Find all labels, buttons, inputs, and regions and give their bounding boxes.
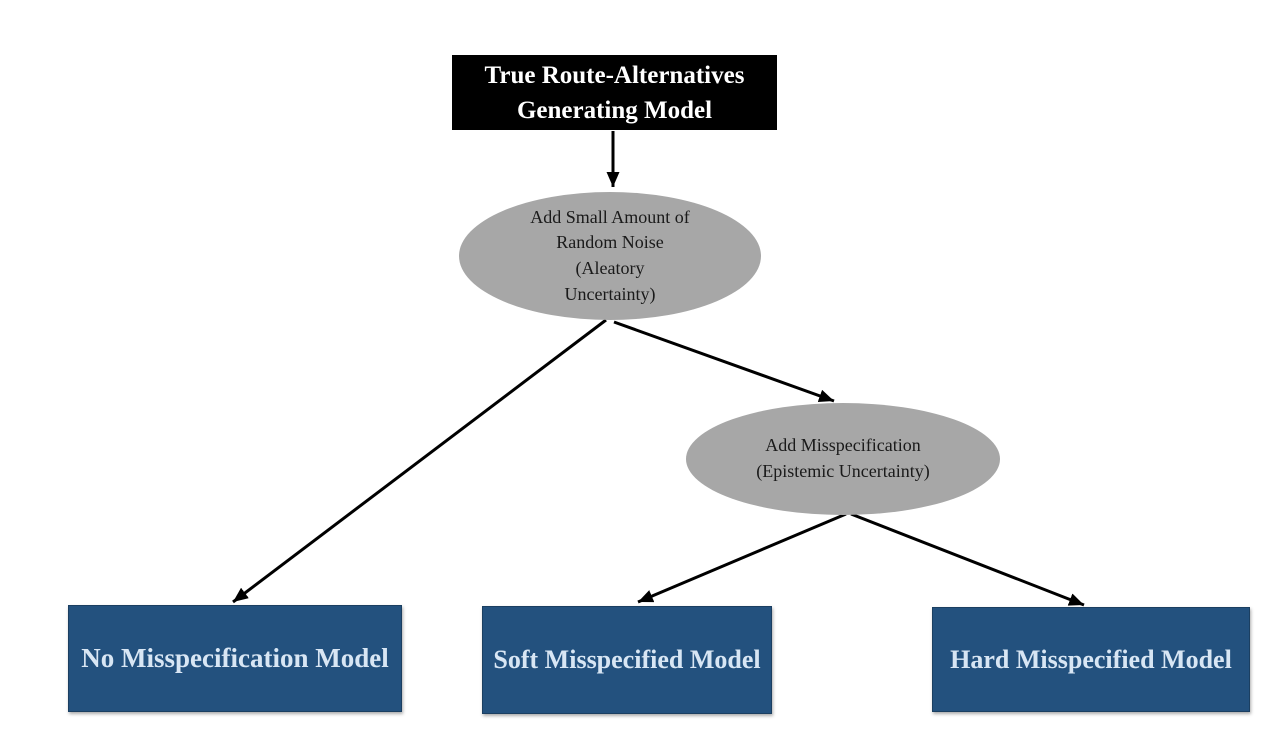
node-epistemic-uncertainty: Add Misspecification (Epistemic Uncertai…: [686, 403, 1000, 515]
node-soft-misspecified-model-label: Soft Misspecified Model: [493, 645, 761, 674]
node-no-misspecification-model-label: No Misspecification Model: [81, 643, 389, 673]
node-no-misspecification-model: No Misspecification Model: [68, 605, 402, 712]
arrow-aleatory-to-epistemic: [613, 320, 835, 403]
node-true-generating-model-label: True Route-Alternatives Generating Model: [484, 61, 745, 124]
node-aleatory-uncertainty-label: Add Small Amount of Random Noise (Aleato…: [530, 206, 690, 304]
node-true-generating-model: True Route-Alternatives Generating Model: [452, 55, 777, 130]
node-soft-misspecified-model: Soft Misspecified Model: [482, 606, 772, 714]
node-hard-misspecified-model-label: Hard Misspecified Model: [950, 644, 1232, 674]
arrow-epistemic-to-hard-misspecified: [850, 512, 1085, 607]
node-epistemic-uncertainty-label: Add Misspecification (Epistemic Uncertai…: [756, 435, 930, 481]
node-hard-misspecified-model: Hard Misspecified Model: [932, 607, 1250, 712]
arrow-epistemic-to-soft-misspecified: [637, 512, 847, 604]
arrow-aleatory-to-no-misspecification: [232, 318, 607, 604]
node-aleatory-uncertainty: Add Small Amount of Random Noise (Aleato…: [459, 192, 761, 320]
